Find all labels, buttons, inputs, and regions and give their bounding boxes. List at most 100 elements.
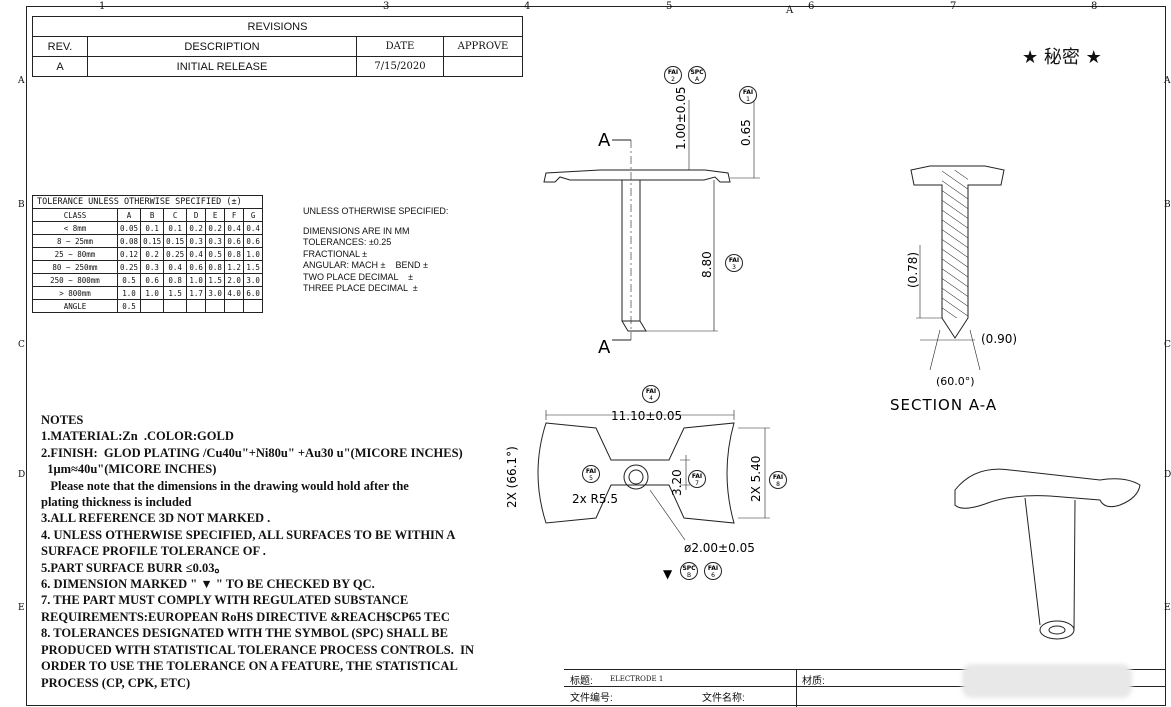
- note-line: REQUIREMENTS:EUROPEAN RoHS DIRECTIVE &RE…: [41, 609, 450, 624]
- front-view: [543, 100, 760, 341]
- section-label-bottom: A: [598, 337, 611, 358]
- isometric-view: [954, 468, 1141, 640]
- tolerance-cell: 0.25: [163, 247, 188, 261]
- svg-text:SPC: SPC: [690, 69, 704, 76]
- svg-text:FAI: FAI: [773, 474, 783, 481]
- top-dim-inner: 3.20: [670, 469, 684, 496]
- zone-column-marker: A: [786, 5, 794, 16]
- revisions-table: REVISIONS REV. DESCRIPTION DATE APPROVE …: [32, 16, 523, 77]
- zone-column-marker: 1: [99, 1, 106, 12]
- note-line: 4. UNLESS OTHERWISE SPECIFIED, ALL SURFA…: [41, 527, 456, 542]
- zone-row-marker: B: [1164, 200, 1171, 210]
- unless-line: TWO PLACE DECIMAL ±: [303, 271, 414, 282]
- svg-text:8: 8: [776, 481, 780, 488]
- note-line: 5.PART SURFACE BURR ≤0.03。: [41, 560, 227, 575]
- section-view: [910, 165, 1005, 371]
- section-label-top: A: [598, 130, 611, 151]
- note-line: 1.MATERIAL:Zn .COLOR:GOLD: [41, 429, 234, 444]
- note-line: 2.FINISH: GLOD PLATING /Cu40u"+Ni80u" +A…: [41, 445, 463, 460]
- file-no-label: 文件编号:: [570, 693, 613, 704]
- note-line: 3.ALL REFERENCE 3D NOT MARKED .: [41, 511, 271, 526]
- svg-text:FAI: FAI: [692, 473, 702, 480]
- zone-row-marker: E: [1164, 603, 1171, 613]
- unless-line: THREE PLACE DECIMAL ±: [303, 283, 418, 293]
- dim-small: 0.65: [739, 119, 753, 146]
- note-line: 6. DIMENSION MARKED " ▼ " TO BE CHECKED …: [41, 577, 375, 592]
- svg-text:FAI: FAI: [586, 468, 596, 475]
- unless-line: ANGULAR: MACH ± BEND ±: [303, 260, 428, 270]
- svg-text:FAI: FAI: [743, 89, 753, 96]
- section-dim-height: (0.78): [906, 252, 920, 288]
- svg-text:3: 3: [732, 264, 736, 271]
- note-line: PRODUCED WITH STATISTICAL TOLERANCE PROC…: [41, 642, 474, 657]
- zone-column-marker: 5: [666, 1, 673, 12]
- redacted-area: [962, 664, 1132, 698]
- zone-column-marker: 3: [383, 1, 390, 12]
- description-cell: INITIAL RELEASE: [87, 56, 357, 77]
- approve-cell: [443, 56, 523, 77]
- svg-text:FAI: FAI: [668, 69, 678, 76]
- tolerance-cell: [163, 299, 188, 313]
- unless-title: UNLESS OTHERWISE SPECIFIED:: [303, 206, 449, 216]
- top-dim-width: 11.10±0.05: [611, 409, 682, 423]
- top-dim-radius: 2x R5.5: [572, 492, 618, 506]
- svg-text:1: 1: [746, 96, 750, 103]
- file-name-label: 文件名称:: [702, 693, 745, 704]
- notes-title: NOTES: [41, 413, 84, 427]
- zone-column-marker: 8: [1091, 1, 1098, 12]
- svg-text:FAI: FAI: [708, 565, 718, 572]
- zone-row-marker: A: [18, 76, 25, 86]
- unless-specified-block: UNLESS OTHERWISE SPECIFIED: DIMENSIONS A…: [303, 206, 448, 295]
- note-line: SURFACE PROFILE TOLERANCE OF .: [41, 544, 266, 559]
- svg-text:2: 2: [671, 76, 675, 83]
- zone-row-marker: B: [18, 200, 25, 210]
- svg-text:B: B: [687, 572, 691, 579]
- confidential-mark: ★ 秘密 ★: [1022, 47, 1102, 68]
- material-label: 材质:: [802, 676, 825, 687]
- note-line: 1μm≈40u"(MICORE INCHES): [41, 462, 217, 477]
- top-dim-outer: 2X 5.40: [749, 456, 763, 502]
- zone-row-marker: C: [1164, 340, 1171, 350]
- note-line: plating thickness is included: [41, 495, 192, 510]
- zone-column-marker: 6: [808, 1, 815, 12]
- note-line: PROCESS (CP, CPK, ETC): [41, 675, 191, 690]
- svg-text:FAI: FAI: [729, 257, 739, 264]
- top-dim-angle: 2X (66.1°): [505, 446, 519, 508]
- note-line: 8. TOLERANCES DESIGNATED WITH THE SYMBOL…: [41, 626, 448, 641]
- dim-flange: 1.00±0.05: [674, 87, 688, 151]
- section-dim-tip: (0.90): [981, 332, 1017, 346]
- unless-line: FRACTIONAL ±: [303, 248, 368, 259]
- svg-text:A: A: [695, 76, 700, 83]
- note-line: ORDER TO USE THE TOLERANCE ON A FEATURE,…: [41, 659, 458, 674]
- svg-text:6: 6: [711, 572, 715, 579]
- zone-row-marker: A: [1164, 76, 1171, 86]
- svg-text:FAI: FAI: [646, 388, 656, 395]
- note-line: Please note that the dimensions in the d…: [41, 478, 409, 493]
- zone-row-marker: C: [18, 340, 25, 350]
- qc-mark: ▼: [663, 567, 673, 581]
- unless-line: TOLERANCES: ±0.25: [303, 237, 392, 247]
- zone-column-marker: 7: [950, 1, 957, 12]
- tolerance-cell: [243, 299, 264, 313]
- title-value: ELECTRODE 1: [610, 675, 664, 683]
- note-line: 7. THE PART MUST COMPLY WITH REGULATED S…: [41, 593, 409, 608]
- tolerance-table: TOLERANCE UNLESS OTHERWISE SPECIFIED (±)…: [31, 195, 264, 313]
- zone-column-marker: 4: [524, 1, 531, 12]
- zone-row-marker: D: [18, 470, 26, 480]
